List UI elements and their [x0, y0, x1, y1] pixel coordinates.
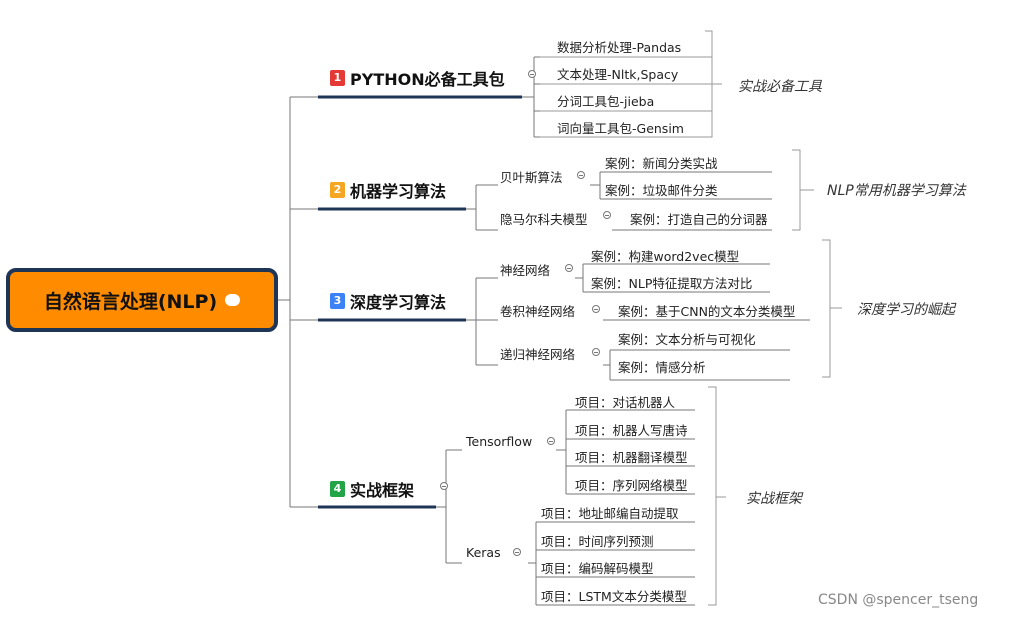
leaf-item[interactable]: 项目：LSTM文本分类模型: [541, 589, 687, 604]
collapse-icon[interactable]: [592, 305, 600, 313]
sub-node[interactable]: 隐马尔科夫模型: [500, 212, 588, 227]
branch-number-badge: 3: [330, 293, 345, 309]
sub-node[interactable]: 卷积神经网络: [500, 304, 576, 319]
sub-node[interactable]: 递归神经网络: [500, 347, 576, 362]
leaf-item[interactable]: 案例：NLP特征提取方法对比: [591, 276, 753, 291]
collapse-icon[interactable]: [603, 211, 611, 219]
leaf-item[interactable]: 文本处理-Nltk,Spacy: [557, 67, 679, 82]
branch-deep-learning[interactable]: 3 深度学习算法: [330, 289, 446, 313]
branch-label: PYTHON必备工具包: [350, 70, 505, 89]
leaf-item[interactable]: 数据分析处理-Pandas: [557, 40, 682, 55]
leaf-item[interactable]: 案例：文本分析与可视化: [618, 332, 756, 347]
leaf-item[interactable]: 项目：时间序列预测: [541, 534, 654, 549]
leaf-item[interactable]: 案例：情感分析: [618, 360, 706, 375]
branch-label: 实战框架: [350, 481, 415, 500]
collapse-icon[interactable]: [513, 548, 521, 556]
sub-node[interactable]: 神经网络: [500, 263, 551, 278]
root-title: 自然语言处理(NLP): [43, 290, 218, 313]
collapse-icon[interactable]: [577, 171, 585, 179]
sub-node[interactable]: Keras: [466, 545, 501, 560]
leaf-item[interactable]: 案例：基于CNN的文本分类模型: [618, 304, 796, 319]
leaf-item[interactable]: 词向量工具包-Gensim: [557, 121, 684, 136]
summary-label: 深度学习的崛起: [857, 302, 955, 318]
branch-label: 深度学习算法: [350, 293, 447, 312]
leaf-item[interactable]: 项目：地址邮编自动提取: [541, 506, 679, 521]
leaf-item[interactable]: 分词工具包-jieba: [557, 94, 655, 109]
branch-python-tools[interactable]: 1 PYTHON必备工具包: [330, 66, 505, 90]
branch-frameworks[interactable]: 4 实战框架: [330, 477, 414, 501]
collapse-icon[interactable]: [547, 437, 555, 445]
branch-number-badge: 4: [330, 481, 345, 497]
watermark: CSDN @spencer_tseng: [818, 592, 979, 608]
leaf-item[interactable]: 案例：新闻分类实战: [605, 156, 718, 171]
summary-label: 实战必备工具: [738, 79, 822, 95]
branch-machine-learning[interactable]: 2 机器学习算法: [330, 178, 446, 202]
branch-number-badge: 1: [330, 70, 345, 86]
collapse-icon[interactable]: [528, 70, 536, 78]
summary-label: NLP常用机器学习算法: [827, 183, 966, 199]
collapse-icon[interactable]: [592, 348, 600, 356]
root-node[interactable]: 自然语言处理(NLP): [6, 268, 278, 332]
note-icon[interactable]: [225, 289, 241, 306]
leaf-item[interactable]: 案例：打造自己的分词器: [630, 212, 768, 227]
branch-label: 机器学习算法: [350, 182, 447, 201]
summary-label: 实战框架: [746, 491, 802, 507]
collapse-icon[interactable]: [440, 482, 448, 490]
leaf-item[interactable]: 案例：垃圾邮件分类: [605, 183, 718, 198]
leaf-item[interactable]: 项目：对话机器人: [575, 395, 676, 410]
leaf-item[interactable]: 项目：序列网络模型: [575, 478, 688, 493]
leaf-item[interactable]: 项目：机器翻译模型: [575, 450, 688, 465]
leaf-item[interactable]: 项目：编码解码模型: [541, 561, 654, 576]
sub-node[interactable]: 贝叶斯算法: [500, 170, 563, 185]
leaf-item[interactable]: 案例：构建word2vec模型: [591, 249, 740, 264]
leaf-item[interactable]: 项目：机器人写唐诗: [575, 423, 688, 438]
sub-node[interactable]: Tensorflow: [466, 434, 533, 449]
collapse-icon[interactable]: [565, 264, 573, 272]
branch-number-badge: 2: [330, 182, 345, 198]
